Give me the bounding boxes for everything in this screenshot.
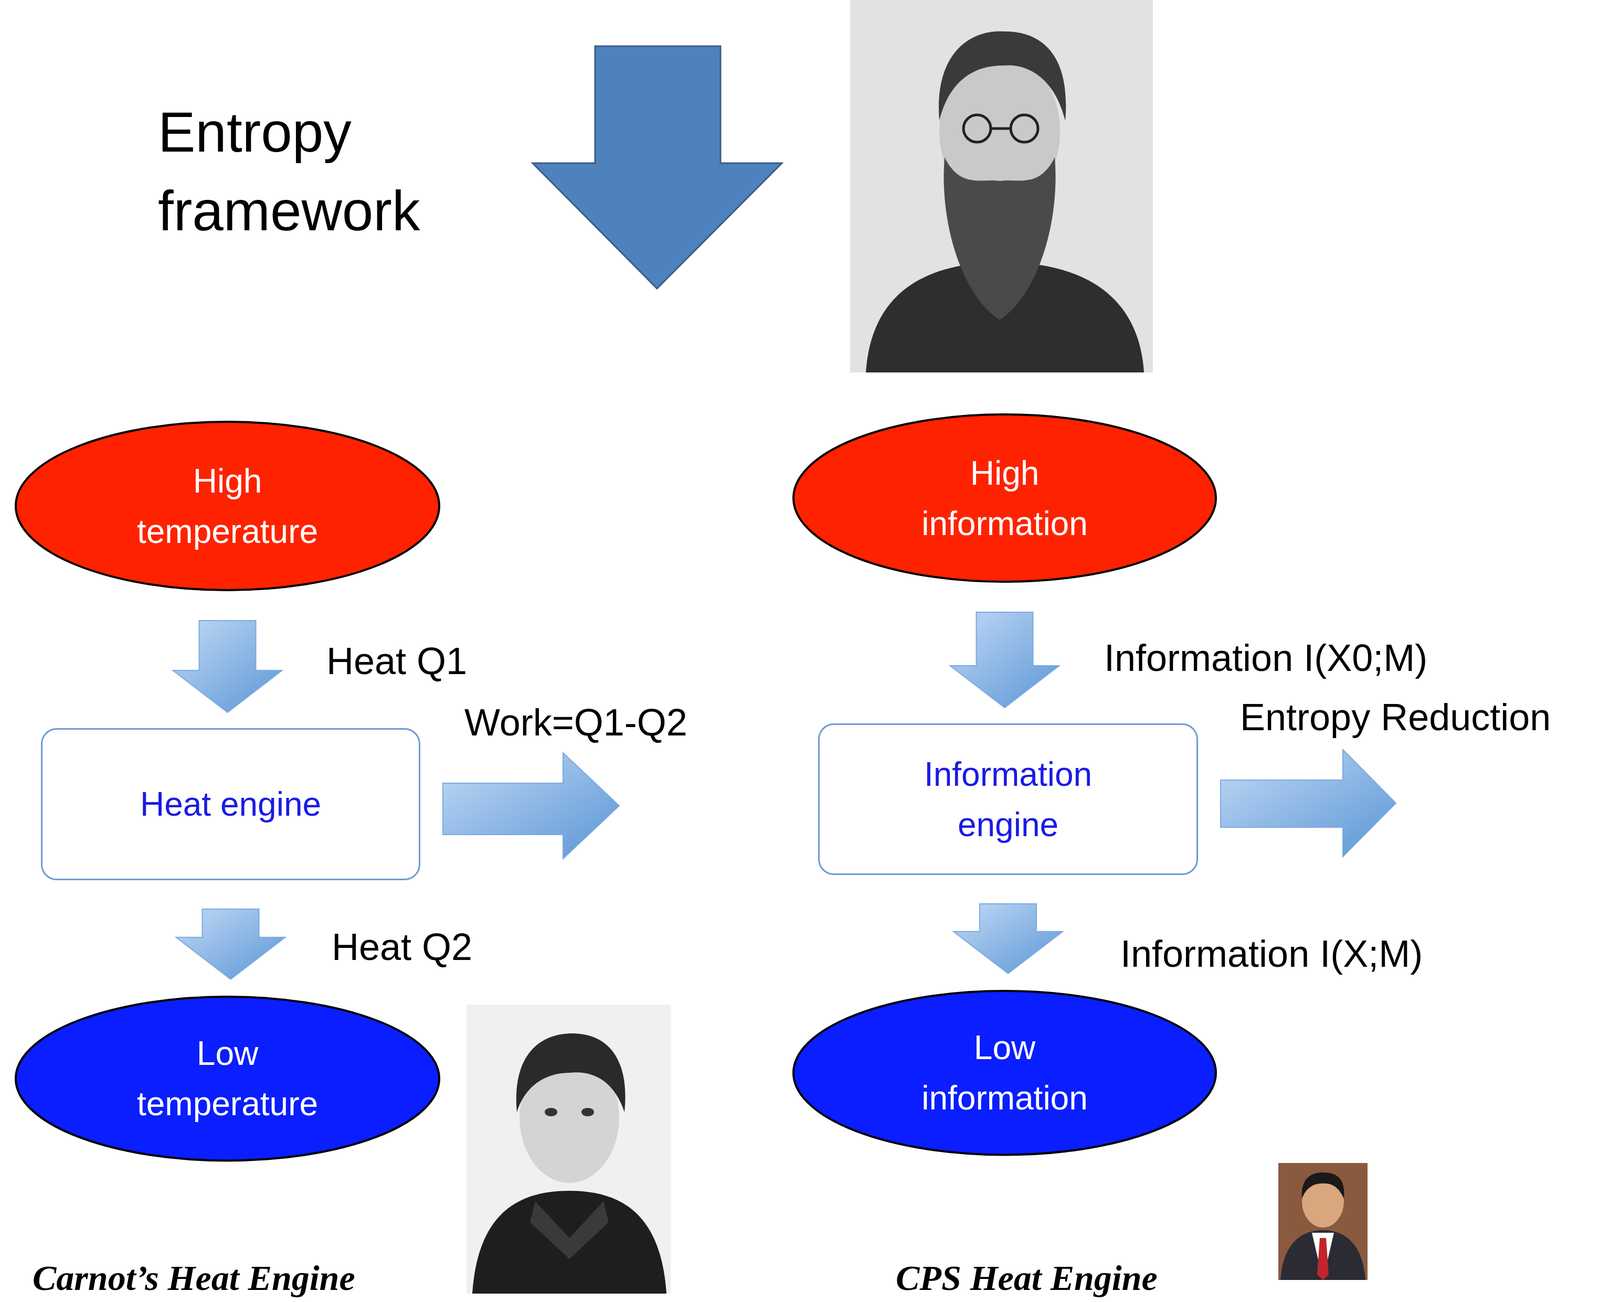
node-text-group: Information engine bbox=[895, 749, 1121, 851]
node-label: Information engine bbox=[895, 749, 1121, 851]
cold-reservoir: Low information bbox=[791, 989, 1218, 1157]
node-text-group: Low information bbox=[892, 1022, 1118, 1124]
work-arrow bbox=[442, 753, 620, 860]
boltzmann-portrait bbox=[850, 0, 1153, 373]
node-text-group: Heat engine bbox=[140, 779, 322, 830]
entropy-arrow bbox=[1220, 749, 1396, 857]
ellipse-outline bbox=[791, 412, 1218, 584]
ellipse-shape bbox=[793, 991, 1216, 1156]
ellipse-outline bbox=[14, 995, 441, 1163]
flow-arrow bbox=[173, 620, 283, 713]
hot-reservoir: High information bbox=[791, 412, 1218, 584]
hot-reservoir: High temperature bbox=[14, 420, 441, 592]
node-text-group: High information bbox=[892, 448, 1118, 549]
big-down-arrow bbox=[532, 46, 782, 289]
flow-arrow bbox=[953, 904, 1063, 974]
flow-label: Information I(X0;M) bbox=[1104, 636, 1428, 680]
node-label: High information bbox=[892, 448, 1118, 549]
author-photo bbox=[1278, 1163, 1368, 1281]
output-label: Work=Q1-Q2 bbox=[464, 701, 688, 745]
flow-arrow bbox=[176, 909, 286, 980]
cold-reservoir: Low temperature bbox=[14, 995, 441, 1163]
output-label: Entropy Reduction bbox=[1240, 695, 1551, 739]
ellipse-shape bbox=[15, 421, 440, 591]
ellipse-outline bbox=[14, 420, 441, 592]
caption-label: Carnot’s Heat Engine bbox=[32, 1257, 356, 1300]
engine-box: Heat engine bbox=[40, 728, 421, 881]
carnot-portrait bbox=[466, 1004, 671, 1295]
node-label: Low information bbox=[892, 1022, 1118, 1124]
ellipse-outline bbox=[791, 989, 1218, 1157]
caption-label: CPS Heat Engine bbox=[895, 1257, 1158, 1300]
flow-label: Information I(X;M) bbox=[1120, 932, 1423, 976]
engine-box: Information engine bbox=[818, 723, 1199, 876]
flow-arrow bbox=[950, 612, 1060, 708]
flow-label: Heat Q2 bbox=[331, 925, 473, 969]
ellipse-shape bbox=[793, 414, 1216, 582]
node-text-group: High temperature bbox=[114, 456, 341, 557]
flow-label: Heat Q1 bbox=[326, 639, 468, 683]
node-label: Low temperature bbox=[114, 1028, 341, 1130]
node-label: Heat engine bbox=[140, 779, 322, 830]
ellipse-shape bbox=[15, 997, 440, 1161]
node-text-group: Low temperature bbox=[114, 1028, 341, 1130]
node-label: High temperature bbox=[114, 456, 341, 557]
title: Entropy framework bbox=[157, 93, 484, 251]
